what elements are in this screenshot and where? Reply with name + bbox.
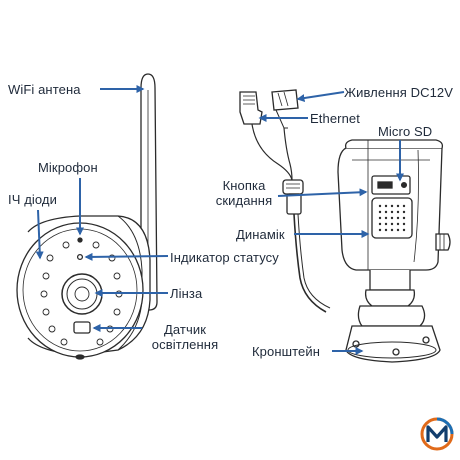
arrow-status-indicator: [84, 252, 169, 261]
label-reset-line1: Кнопка: [222, 178, 266, 193]
speaker-grille: [378, 204, 406, 232]
callout-arrows: [35, 85, 404, 355]
arrow-power: [296, 91, 345, 102]
label-ethernet: Ethernet: [310, 111, 360, 126]
ethernet-connector: [239, 91, 263, 125]
bracket-shape: [357, 305, 426, 327]
brand-logo: [420, 417, 454, 451]
label-bracket: Кронштейн: [252, 344, 321, 359]
label-micro-sd: Micro SD: [378, 124, 433, 139]
label-microphone: Мікрофон: [38, 160, 98, 175]
label-light-sensor-line2: освітлення: [151, 337, 219, 352]
label-speaker: Динамік: [236, 227, 285, 242]
label-wifi-antenna: WiFi антена: [8, 82, 81, 97]
light-sensor-shape: [73, 321, 91, 334]
label-reset: Кнопка скидання: [206, 178, 282, 208]
label-status-indicator: Індикатор статусу: [170, 250, 279, 265]
dc-power-connector: [271, 89, 299, 111]
label-lens: Лінза: [170, 286, 203, 301]
arrow-ir-leds: [35, 209, 44, 260]
status-indicator-dot: [76, 253, 84, 261]
microphone-dot: [77, 237, 83, 243]
side-knob: [435, 233, 451, 251]
label-ir-leds: ІЧ діоди: [8, 192, 57, 207]
side-camera-illustration: [239, 89, 451, 363]
label-reset-line2: скидання: [215, 193, 273, 208]
label-light-sensor: Датчик освітлення: [142, 322, 228, 352]
arrow-reset: [277, 188, 368, 197]
label-power: Живлення DC12V: [344, 85, 454, 100]
label-light-sensor-line1: Датчик: [163, 322, 207, 337]
